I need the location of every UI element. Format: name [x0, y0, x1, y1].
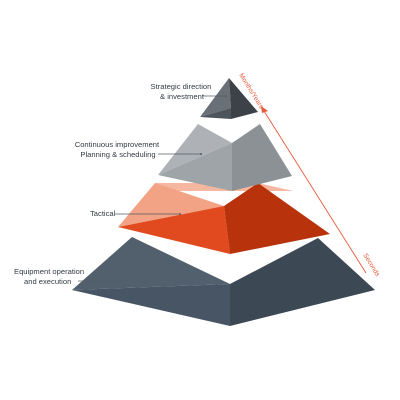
- level-label-line: Continuous improvement: [75, 140, 160, 149]
- level-4-front-face: [72, 284, 230, 326]
- level-label-line: Equipment operation: [14, 267, 84, 276]
- level-label-line: and execution: [24, 277, 71, 286]
- level-label-equipment-operation: Equipment operation and execution: [14, 267, 149, 286]
- level-3-left-face: [118, 183, 224, 227]
- level-3-right-face: [224, 183, 330, 254]
- level-1-front-face: [200, 108, 231, 119]
- level-label-line: Planning & scheduling: [80, 150, 155, 159]
- leader-dot: [147, 280, 149, 282]
- level-2-front-face: [158, 143, 232, 191]
- level-label-continuous-improvement: Continuous improvement Planning & schedu…: [75, 140, 202, 159]
- level-label-tactical-text: Tactical: [90, 209, 116, 218]
- leader-dot: [225, 95, 227, 97]
- level-3-front-face: [118, 206, 230, 254]
- level-2-right-face: [232, 124, 292, 191]
- level-label-continuous-text: Continuous improvement Planning & schedu…: [75, 140, 162, 159]
- level-label-strategic: Strategic direction & investment: [151, 82, 227, 101]
- timescale-bottom-label: Seconds: [361, 252, 381, 278]
- level-1-left-face: [200, 78, 231, 117]
- level-label-strategic-text: Strategic direction & investment: [151, 82, 214, 101]
- pyramid-level-equipment-operation: [72, 237, 375, 326]
- level-1-right-face: [229, 78, 258, 119]
- leader-dot: [179, 213, 181, 215]
- leader-dot: [200, 153, 202, 155]
- level-label-line: & investment: [160, 92, 205, 101]
- pyramid-level-tactical: [118, 183, 330, 254]
- level-4-left-face: [72, 237, 230, 290]
- level-label-equipment-text: Equipment operation and execution: [14, 267, 86, 286]
- level-4-right-face: [230, 238, 375, 326]
- level-label-line: Tactical: [90, 209, 116, 218]
- level-label-tactical: Tactical: [90, 209, 181, 218]
- pyramid-level-continuous-improvement: [158, 124, 292, 191]
- arrow-up-icon: [261, 106, 268, 113]
- level-2-left-face: [158, 124, 232, 175]
- pyramid-level-strategic-direction: [200, 78, 258, 119]
- level-label-line: Strategic direction: [151, 82, 212, 91]
- timescale-line: [263, 110, 367, 274]
